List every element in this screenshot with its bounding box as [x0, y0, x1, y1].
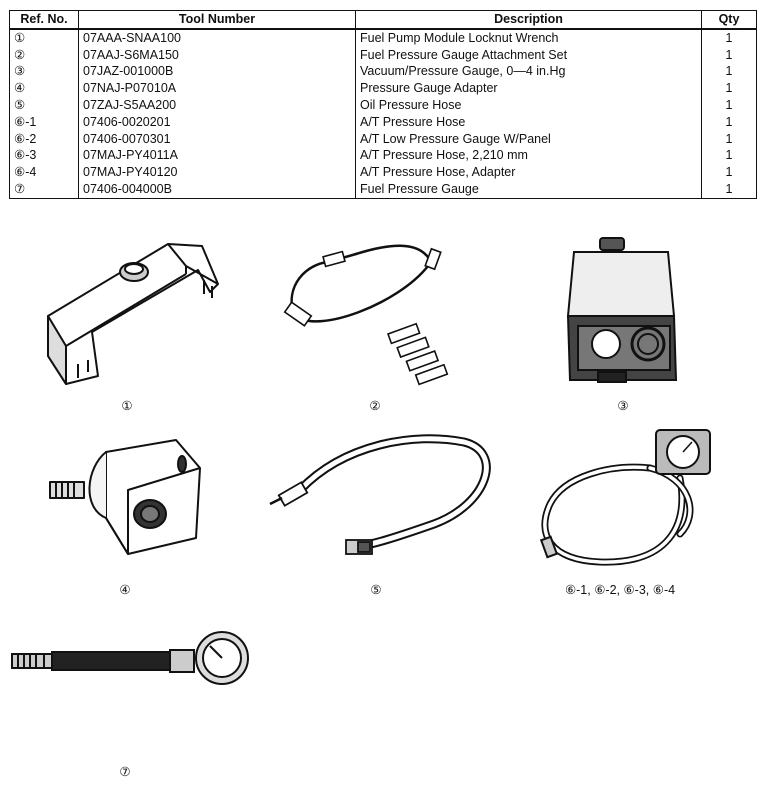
tool-number-cell: 07AAJ-S6MA150 [78, 46, 356, 64]
qty-cell: 1 [701, 164, 757, 182]
figure-3-caption: ③ [617, 399, 629, 413]
locknut-wrench-illustration [40, 236, 230, 386]
tool-number-cell: 07JAZ-001000B [78, 63, 356, 81]
tool-number-cell: 07AAA-SNAA100 [78, 29, 356, 47]
description-cell: A/T Pressure Hose, 2,210 mm [355, 147, 702, 165]
description-cell: Fuel Pump Module Locknut Wrench [355, 29, 702, 47]
qty-cell: 1 [701, 29, 757, 47]
description-cell: A/T Low Pressure Gauge W/Panel [355, 130, 702, 148]
fuel-pressure-gauge-illustration [4, 626, 254, 716]
gauge-attachment-set-illustration [278, 224, 478, 394]
figure-7-caption: ⑦ [119, 765, 131, 779]
header-tool-number: Tool Number [78, 10, 356, 30]
figure-2-caption: ② [369, 399, 381, 413]
tool-number-cell: 07MAJ-PY4011A [78, 147, 356, 165]
figure-5-caption: ⑤ [370, 583, 382, 597]
tool-number-cell: 07NAJ-P07010A [78, 80, 356, 98]
ref-no-cell: ③ [9, 63, 79, 81]
qty-cell: 1 [701, 130, 757, 148]
qty-cell: 1 [701, 63, 757, 81]
qty-cell: 1 [701, 97, 757, 114]
ref-no-cell: ⑤ [9, 97, 79, 114]
description-cell: A/T Pressure Hose [355, 113, 702, 131]
qty-cell: 1 [701, 113, 757, 131]
description-cell: A/T Pressure Hose, Adapter [355, 164, 702, 182]
description-cell: Oil Pressure Hose [355, 97, 702, 114]
figure-6-caption: ⑥-1, ⑥-2, ⑥-3, ⑥-4 [564, 583, 676, 597]
qty-cell: 1 [701, 181, 757, 199]
header-qty: Qty [701, 10, 757, 30]
ref-no-cell: ④ [9, 80, 79, 98]
at-gauge-panel-icon [539, 429, 711, 566]
ref-no-cell: ⑥-3 [9, 147, 79, 165]
ref-no-cell: ⑥-2 [9, 130, 79, 148]
tool-number-cell: 07406-0020201 [78, 113, 356, 131]
description-cell: Fuel Pressure Gauge [355, 181, 702, 199]
oil-pressure-hose-icon [269, 434, 491, 555]
gauge-attachment-set-icon [283, 244, 449, 386]
description-cell: Vacuum/Pressure Gauge, 0—4 in.Hg [355, 63, 702, 81]
gauge-case-icon [566, 237, 678, 383]
gauge-adapter-icon [49, 439, 201, 555]
ref-no-cell: ⑥-4 [9, 164, 79, 182]
figure-4-caption: ④ [119, 583, 131, 597]
ref-no-cell: ⑥-1 [9, 113, 79, 131]
qty-cell: 1 [701, 80, 757, 98]
ref-no-cell: ① [9, 29, 79, 47]
locknut-wrench-icon [47, 243, 219, 385]
fuel-pressure-gauge-icon [11, 631, 249, 685]
header-description: Description [355, 10, 702, 30]
qty-cell: 1 [701, 147, 757, 165]
description-cell: Pressure Gauge Adapter [355, 80, 702, 98]
ref-no-cell: ⑦ [9, 181, 79, 199]
tool-number-cell: 07ZAJ-S5AA200 [78, 97, 356, 114]
tool-number-cell: 07406-0070301 [78, 130, 356, 148]
table-header-row: Ref. No. Tool Number Description Qty [9, 10, 757, 30]
header-ref-no: Ref. No. [9, 10, 79, 30]
ref-no-cell: ② [9, 46, 79, 64]
at-gauge-panel-illustration [530, 424, 730, 574]
figure-1-caption: ① [121, 399, 133, 413]
tool-number-cell: 07406-004000B [78, 181, 356, 199]
oil-pressure-hose-illustration [264, 424, 498, 574]
description-cell: Fuel Pressure Gauge Attachment Set [355, 46, 702, 64]
gauge-adapter-illustration [46, 428, 206, 568]
tool-number-cell: 07MAJ-PY40120 [78, 164, 356, 182]
qty-cell: 1 [701, 46, 757, 64]
gauge-case-illustration [564, 234, 684, 394]
